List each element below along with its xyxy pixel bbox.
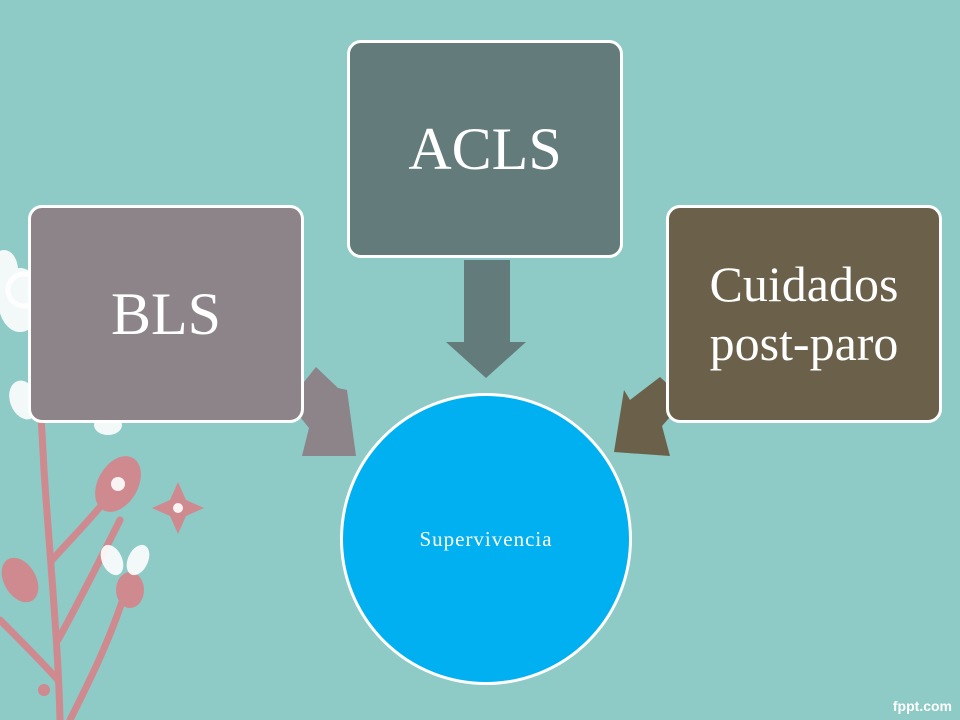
- footer-brand: fppt.com: [892, 698, 952, 714]
- arrow-acls-to-center: [446, 260, 526, 378]
- node-bls: BLS: [28, 205, 304, 423]
- arrow-bls-to-center: [288, 367, 356, 456]
- center-label: Supervivencia: [419, 526, 553, 551]
- node-bls-label: BLS: [110, 280, 222, 347]
- center-circle: Supervivencia: [340, 393, 632, 685]
- node-acls-label: ACLS: [408, 115, 562, 182]
- node-cuidados-post-paro-label: Cuidados post-paro: [709, 256, 899, 371]
- node-cuidados-post-paro: Cuidados post-paro: [666, 205, 942, 423]
- node-acls: ACLS: [347, 40, 623, 258]
